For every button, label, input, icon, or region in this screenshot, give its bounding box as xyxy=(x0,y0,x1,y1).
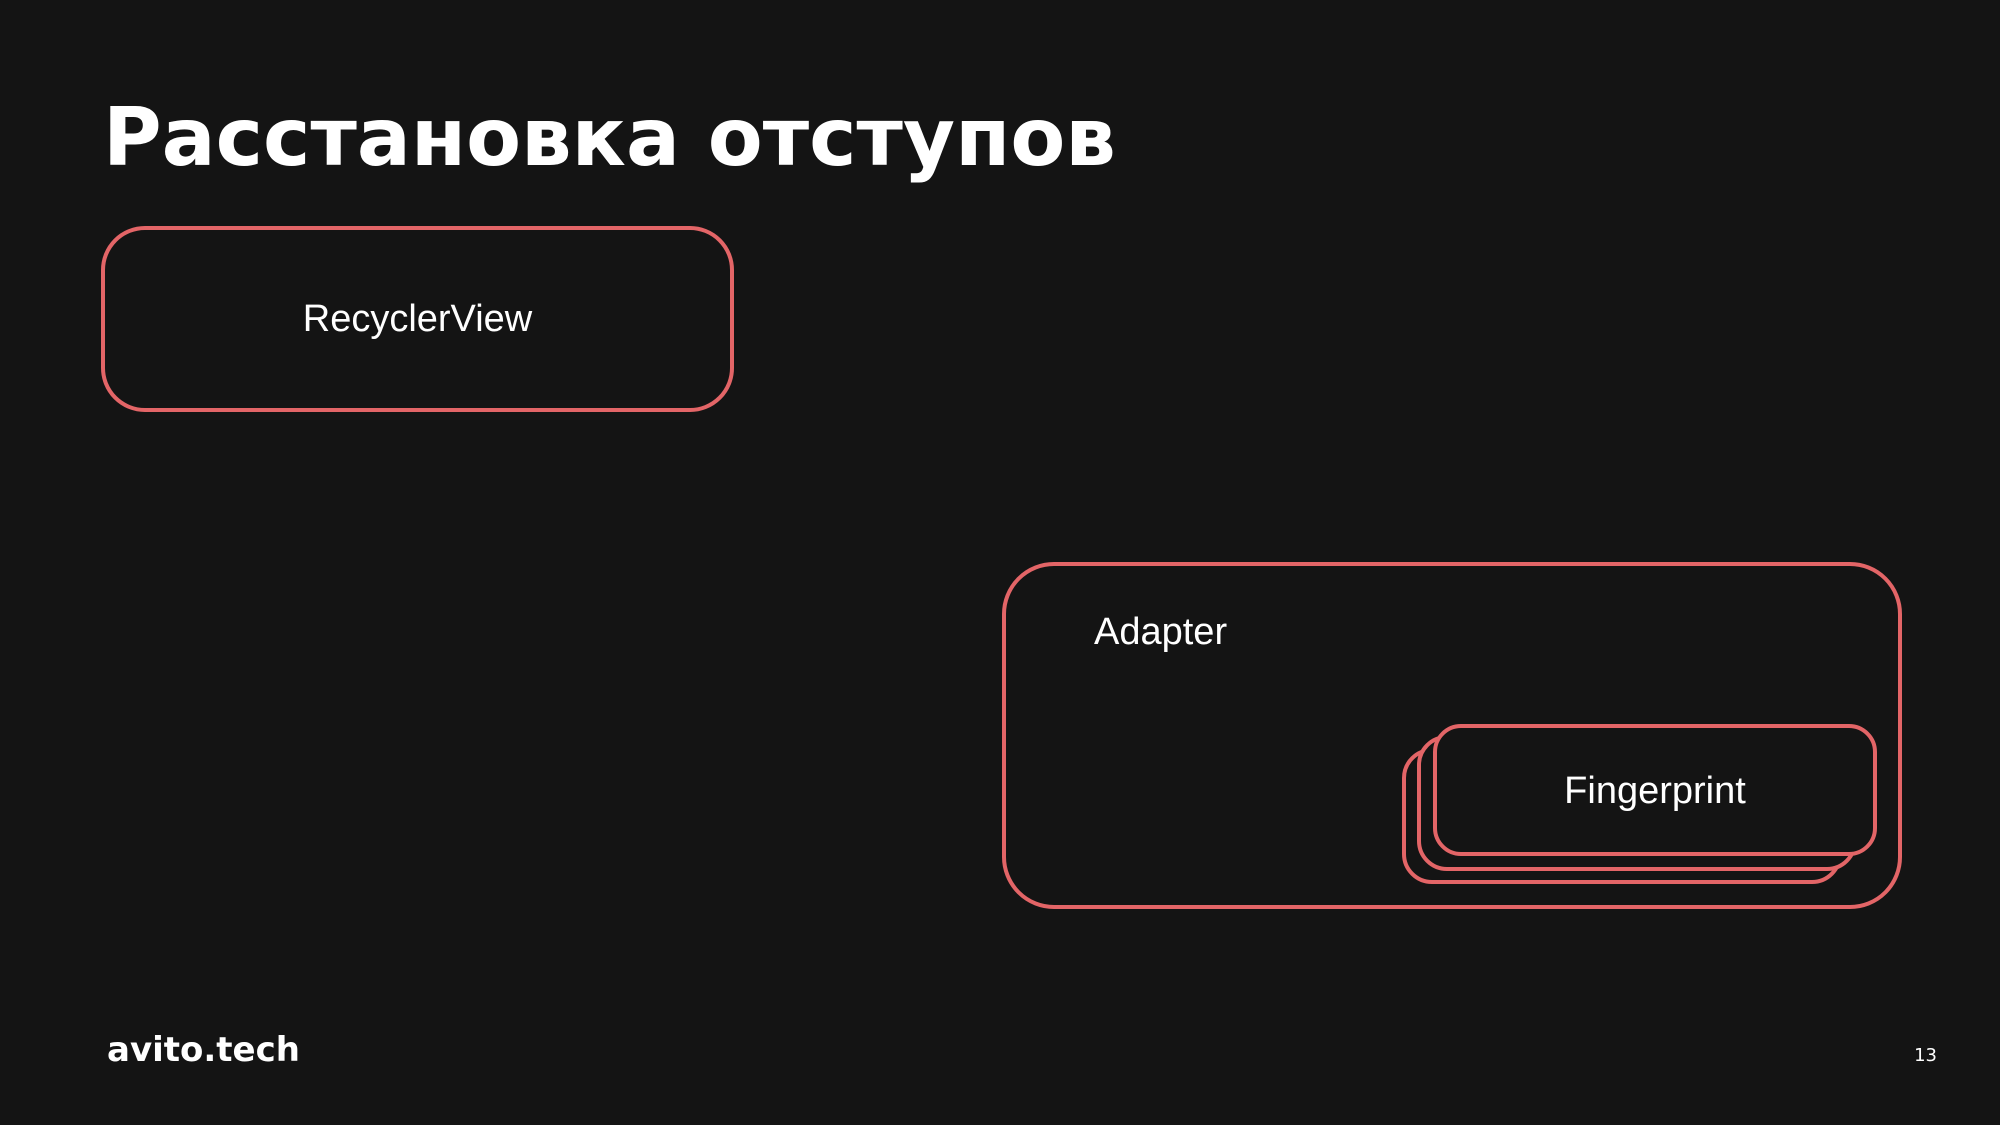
recyclerview-box: RecyclerView xyxy=(101,226,734,412)
fingerprint-box: Fingerprint xyxy=(1433,724,1877,856)
avito-tech-logo: avito.tech xyxy=(107,1030,300,1070)
fingerprint-label: Fingerprint xyxy=(1564,770,1746,812)
recyclerview-label: RecyclerView xyxy=(302,298,533,340)
slide-title: Расстановка отступов xyxy=(103,91,1116,184)
adapter-label: Adapter xyxy=(1094,611,1228,653)
page-number: 13 xyxy=(1914,1045,1937,1066)
